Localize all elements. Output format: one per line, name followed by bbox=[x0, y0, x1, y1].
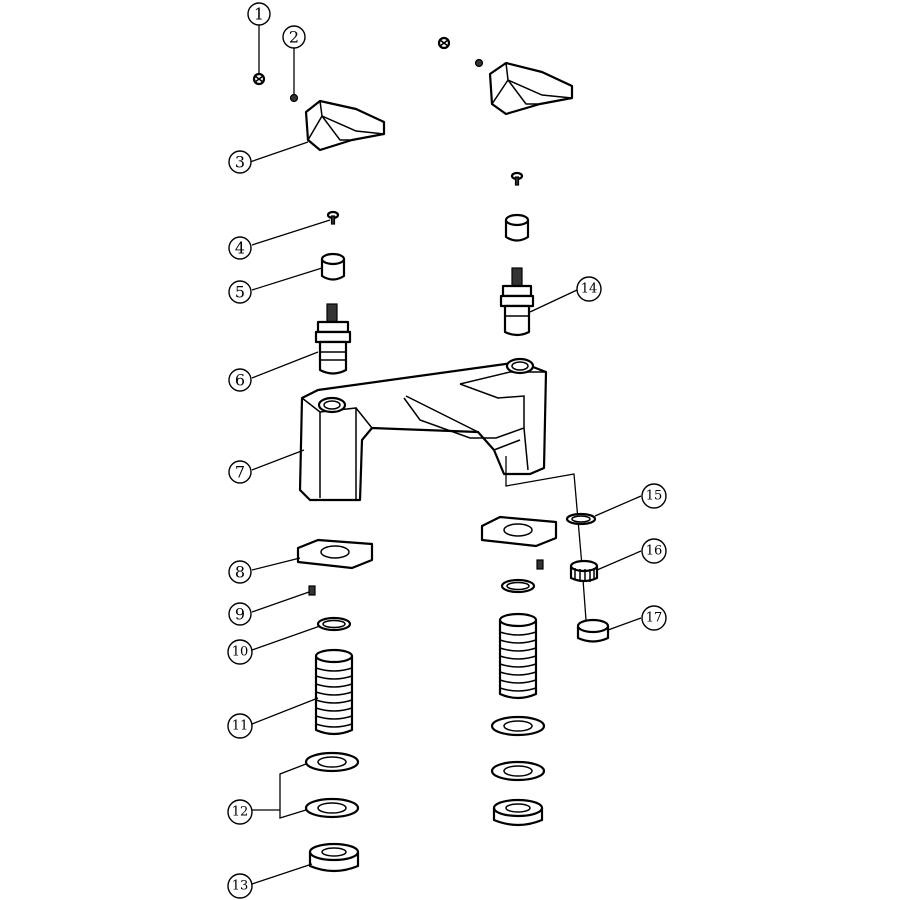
small-screw-right bbox=[536, 559, 544, 570]
leader-13 bbox=[251, 863, 313, 885]
threaded-shank-right bbox=[498, 612, 538, 700]
leader-10 bbox=[251, 625, 321, 651]
callout-17-label: 17 bbox=[646, 611, 663, 626]
flange-plate-left bbox=[296, 538, 374, 570]
callout-4-label: 4 bbox=[235, 239, 245, 258]
callout-13: 13 bbox=[227, 873, 253, 899]
aerator-housing bbox=[569, 559, 599, 583]
callout-11: 11 bbox=[227, 713, 253, 739]
spout-washer bbox=[565, 512, 597, 526]
flange-plate-right bbox=[480, 515, 558, 548]
callout-9: 9 bbox=[228, 602, 252, 626]
leader-3 bbox=[249, 141, 309, 163]
leader-15 bbox=[594, 495, 642, 517]
screw-left bbox=[326, 210, 340, 225]
callout-13-label: 13 bbox=[232, 879, 249, 894]
callout-1: 1 bbox=[247, 2, 271, 26]
callout-7-label: 7 bbox=[235, 463, 245, 482]
leader-7 bbox=[251, 449, 305, 471]
sleeve-right bbox=[504, 213, 530, 242]
leader-11 bbox=[251, 697, 319, 725]
small-screw-left bbox=[308, 585, 316, 596]
pin-left bbox=[289, 93, 299, 103]
callout-3-label: 3 bbox=[235, 153, 245, 172]
grub-screw-right bbox=[437, 36, 451, 50]
callout-2-label: 2 bbox=[289, 28, 299, 47]
nut-right bbox=[492, 798, 544, 827]
threaded-shank-left bbox=[314, 648, 354, 736]
leader-4 bbox=[251, 219, 331, 246]
cartridge-right bbox=[499, 267, 535, 337]
callout-16: 16 bbox=[641, 538, 667, 564]
callout-2: 2 bbox=[282, 25, 306, 49]
callout-10: 10 bbox=[227, 639, 253, 665]
callout-6: 6 bbox=[228, 368, 252, 392]
callout-1-label: 1 bbox=[254, 5, 264, 24]
callout-6-label: 6 bbox=[235, 371, 245, 390]
leader-8 bbox=[251, 557, 301, 571]
pin-right bbox=[474, 58, 484, 68]
callout-8-label: 8 bbox=[235, 563, 245, 582]
leader-9 bbox=[251, 591, 310, 613]
leader-14 bbox=[529, 289, 578, 313]
washer-left-lower bbox=[304, 797, 360, 819]
o-ring-right bbox=[500, 578, 536, 594]
callout-11-label: 11 bbox=[232, 719, 249, 734]
callout-3: 3 bbox=[228, 150, 252, 174]
callout-4: 4 bbox=[228, 236, 252, 260]
tap-body bbox=[298, 357, 548, 502]
callout-7: 7 bbox=[228, 460, 252, 484]
screw-right bbox=[510, 171, 524, 186]
callout-15-label: 15 bbox=[646, 489, 663, 504]
callout-5: 5 bbox=[228, 280, 252, 304]
cartridge-left bbox=[314, 303, 352, 375]
callout-5-label: 5 bbox=[235, 283, 245, 302]
washer-left-upper bbox=[304, 751, 360, 773]
lever-handle-right bbox=[488, 61, 574, 116]
leader-17 bbox=[607, 617, 642, 631]
leader-6 bbox=[251, 351, 319, 379]
callout-17: 17 bbox=[641, 605, 667, 631]
o-ring-left bbox=[316, 616, 352, 632]
grub-screw-left bbox=[252, 72, 266, 86]
callout-14-label: 14 bbox=[581, 282, 598, 297]
leader-5 bbox=[251, 267, 323, 291]
nut-left bbox=[308, 842, 360, 873]
aerator bbox=[576, 618, 610, 643]
callout-15: 15 bbox=[641, 483, 667, 509]
washer-right-lower bbox=[490, 760, 546, 782]
callout-10-label: 10 bbox=[232, 645, 249, 660]
leader-16 bbox=[596, 550, 642, 571]
washer-right-upper bbox=[490, 715, 546, 737]
callout-9-label: 9 bbox=[235, 605, 245, 624]
callout-16-label: 16 bbox=[646, 544, 663, 559]
sleeve-left bbox=[320, 252, 346, 281]
callout-8: 8 bbox=[228, 560, 252, 584]
callout-12: 12 bbox=[227, 799, 253, 825]
callout-12-label: 12 bbox=[232, 805, 249, 820]
leader-12 bbox=[252, 763, 307, 819]
lever-handle-left bbox=[304, 99, 386, 152]
callout-14: 14 bbox=[576, 276, 602, 302]
